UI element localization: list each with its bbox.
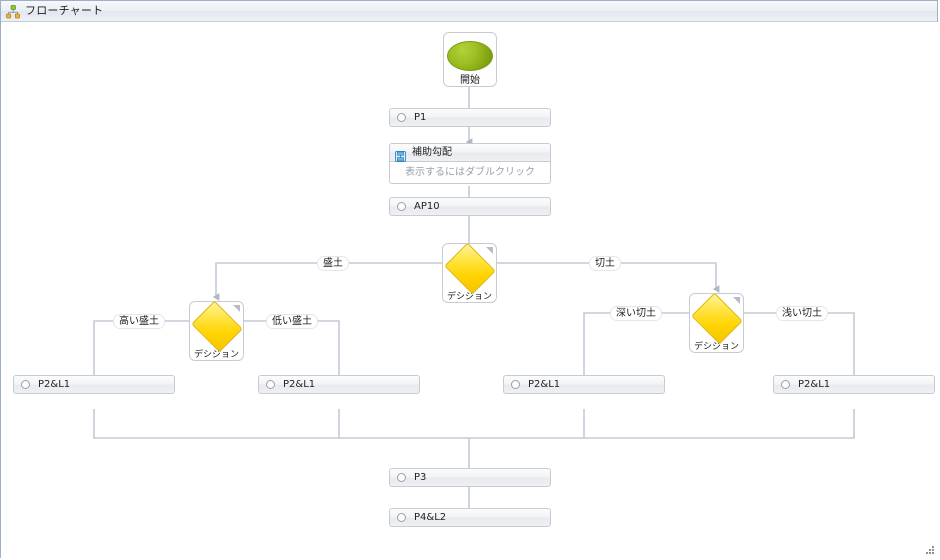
edge-label-hikui-morido: 低い盛土: [266, 314, 318, 329]
process-node-p2l1-a[interactable]: P2&L1: [13, 375, 175, 394]
corner-marker-icon: [733, 297, 740, 304]
process-node-label: AP10: [414, 201, 440, 212]
circle-icon: [266, 380, 275, 389]
edge-label-text: 盛土: [323, 258, 343, 269]
decision-node-left[interactable]: デシジョン: [189, 300, 244, 361]
subdiagram-header[interactable]: 補助勾配: [389, 143, 551, 162]
subdiagram-body[interactable]: 表示するにはダブルクリック: [389, 162, 551, 184]
org-chart-icon: [6, 4, 20, 19]
edge-label-text: 切土: [595, 258, 615, 269]
flowchart-canvas[interactable]: 開始 P1 補助勾配: [1, 22, 939, 558]
process-node-label: P2&L1: [798, 379, 831, 390]
edge-label-text: 浅い切土: [782, 308, 822, 319]
subdiagram-hint: 表示するにはダブルクリック: [405, 167, 535, 178]
start-circle-icon: [447, 41, 493, 71]
circle-icon: [397, 513, 406, 522]
edge-label-asai-kirido: 浅い切土: [776, 306, 828, 321]
edge-label-morido: 盛土: [317, 256, 349, 271]
window-titlebar: フローチャート: [1, 1, 937, 22]
subdiagram-icon: [395, 147, 406, 162]
start-node[interactable]: 開始: [443, 32, 497, 87]
edge-label-text: 深い切土: [616, 308, 656, 319]
edge-label-text: 低い盛土: [272, 316, 312, 327]
edge-label-text: 高い盛土: [119, 316, 159, 327]
subdiagram-label: 補助勾配: [412, 147, 452, 158]
circle-icon: [781, 380, 790, 389]
circle-icon: [511, 380, 520, 389]
process-node-p2l1-b[interactable]: P2&L1: [258, 375, 420, 394]
process-node-label: P2&L1: [528, 379, 561, 390]
edge-label-kirido: 切土: [589, 256, 621, 271]
process-node-p1[interactable]: P1: [389, 108, 551, 127]
window-title: フローチャート: [25, 4, 104, 17]
decision-node-root[interactable]: デシジョン: [442, 242, 497, 303]
process-node-label: P2&L1: [283, 379, 316, 390]
decision-node-label: デシジョン: [446, 292, 492, 302]
circle-icon: [397, 202, 406, 211]
edge-label-fukai-kirido: 深い切土: [610, 306, 662, 321]
start-node-label: 開始: [460, 75, 480, 86]
circle-icon: [397, 113, 406, 122]
process-node-p4l2[interactable]: P4&L2: [389, 508, 551, 527]
circle-icon: [397, 473, 406, 482]
decision-node-label: デシジョン: [693, 342, 739, 352]
process-node-p3[interactable]: P3: [389, 468, 551, 487]
process-node-p2l1-c[interactable]: P2&L1: [503, 375, 665, 394]
corner-marker-icon: [486, 247, 493, 254]
edge-label-takai-morido: 高い盛土: [113, 314, 165, 329]
process-node-label: P1: [414, 112, 427, 123]
decision-node-right[interactable]: デシジョン: [689, 292, 744, 353]
process-node-ap10[interactable]: AP10: [389, 197, 551, 216]
subdiagram-node-hojokobai[interactable]: 補助勾配 表示するにはダブルクリック: [389, 143, 551, 184]
process-node-label: P4&L2: [414, 512, 447, 523]
decision-node-label: デシジョン: [193, 350, 239, 360]
resize-grip[interactable]: [923, 543, 934, 554]
process-node-label: P3: [414, 472, 427, 483]
process-node-label: P2&L1: [38, 379, 71, 390]
corner-marker-icon: [233, 305, 240, 312]
circle-icon: [21, 380, 30, 389]
process-node-p2l1-d[interactable]: P2&L1: [773, 375, 935, 394]
